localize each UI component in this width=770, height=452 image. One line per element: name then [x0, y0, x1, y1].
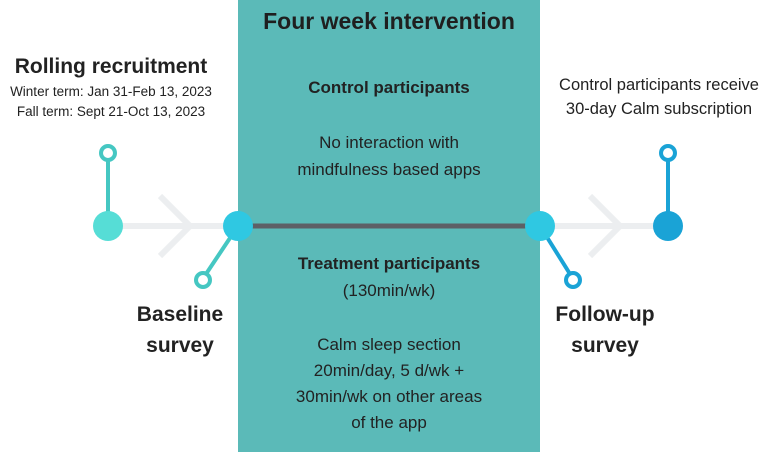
- chevron-right-icon: [587, 193, 623, 259]
- treatment-rate: (130min/wk): [342, 281, 436, 300]
- treatment-description-line: of the app: [351, 413, 427, 432]
- chevron-right-icon: [157, 193, 193, 259]
- treatment-description-line: Calm sleep section: [317, 335, 461, 354]
- control-description-line: No interaction with: [319, 133, 459, 152]
- treatment-heading: Treatment participants: [297, 254, 481, 273]
- baseline-label: survey: [146, 334, 214, 357]
- followup-node: [525, 211, 582, 289]
- fall-term-dates: Fall term: Sept 21-Oct 13, 2023: [16, 104, 206, 119]
- treatment-description-line: 30min/wk on other areas: [295, 387, 483, 406]
- pin-node-icon: [659, 144, 677, 162]
- subscription-node: [653, 144, 683, 241]
- control-description-line: mindfulness based apps: [297, 160, 481, 179]
- timeline-track: [108, 193, 668, 259]
- control-heading: Control participants: [308, 78, 470, 97]
- recruitment-title: Rolling recruitment: [14, 55, 208, 78]
- pin-node-icon: [99, 144, 117, 162]
- followup-label: Follow-up: [555, 303, 655, 326]
- treatment-description-line: 20min/day, 5 d/wk +: [313, 361, 465, 380]
- baseline-label: Baseline: [136, 303, 224, 326]
- subscription-note-line: 30-day Calm subscription: [565, 100, 753, 118]
- intervention-title: Four week intervention: [263, 8, 515, 34]
- winter-term-dates: Winter term: Jan 31-Feb 13, 2023: [10, 84, 212, 99]
- followup-label: survey: [571, 334, 639, 357]
- pin-node-icon: [194, 271, 212, 289]
- recruitment-node: [93, 144, 123, 241]
- baseline-node: [194, 211, 253, 289]
- pin-node-icon: [564, 271, 582, 289]
- subscription-note-line: Control participants receive: [559, 76, 759, 94]
